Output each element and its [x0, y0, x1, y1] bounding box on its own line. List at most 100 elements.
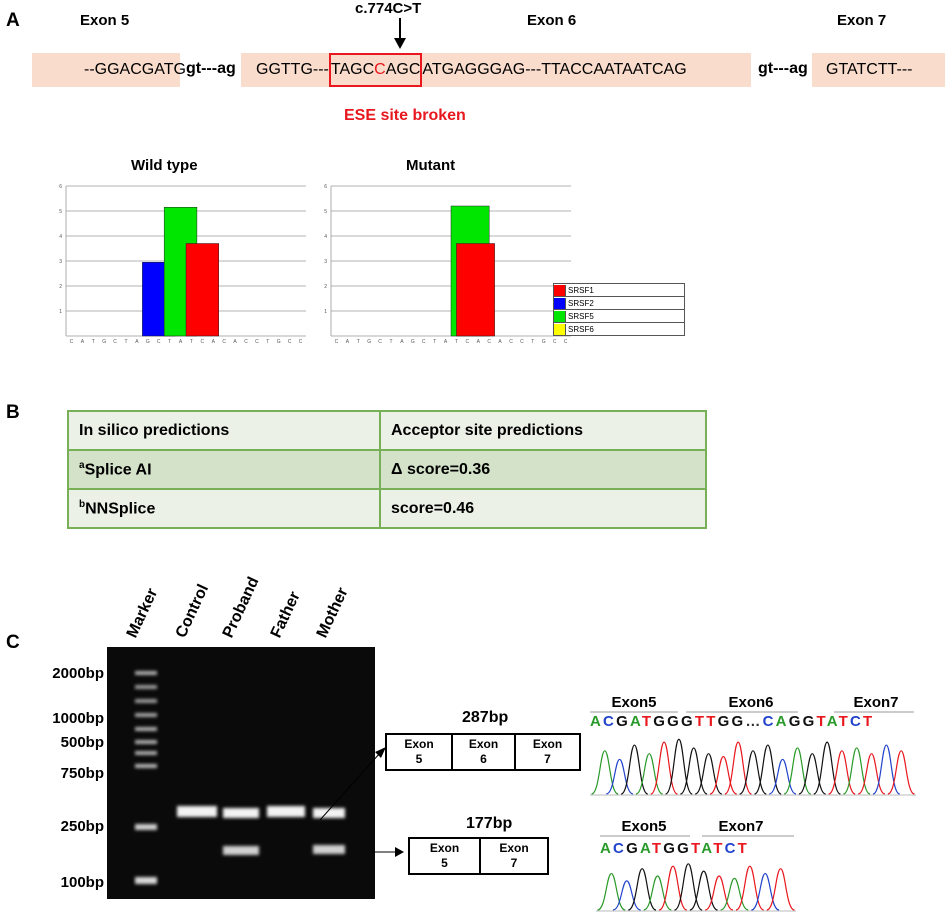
chromatogram-head: Exon7 — [853, 694, 899, 711]
base-letter: T — [737, 840, 749, 857]
trace-peak — [650, 741, 678, 795]
trace-peak — [872, 744, 901, 795]
legend-label: SRSF6 — [568, 324, 594, 334]
exon-cell-text: Exon 6 — [468, 737, 499, 766]
exon-cell-text: Exon 7 — [499, 841, 529, 870]
x-tick-label: C — [70, 339, 74, 345]
lane-label-mother: Mother — [313, 585, 352, 641]
x-tick-label: G — [102, 339, 106, 345]
legend-item-srsf5: SRSF5 — [554, 310, 684, 323]
y-tick-label: 4 — [324, 234, 327, 240]
base-letter: G — [663, 840, 678, 857]
base-letter: G — [802, 713, 817, 730]
chart-legend: SRSF1 SRSF2 SRSF5 SRSF6 — [553, 283, 685, 336]
legend-item-srsf2: SRSF2 — [554, 297, 684, 310]
base-letter: A — [590, 713, 604, 730]
x-tick-label: C — [335, 339, 339, 345]
base-letter: T — [706, 713, 718, 730]
x-tick-label: C — [299, 339, 303, 345]
x-tick-label: C — [244, 339, 248, 345]
trace-peak — [694, 753, 723, 795]
product-long-diagram: Exon 5 Exon 6 Exon 7 — [385, 733, 581, 771]
y-tick-label: 1 — [324, 309, 327, 315]
table-cell: score=0.46 — [379, 488, 707, 529]
exon7-seq-text: GTATCTT--- — [826, 61, 913, 78]
x-tick-label: T — [455, 339, 458, 345]
product-short-diagram: Exon 5 Exon 7 — [408, 837, 549, 875]
trace-peak — [724, 741, 752, 795]
panel-c-label: C — [6, 632, 20, 653]
x-tick-label: T — [389, 339, 392, 345]
table-cell: bNNSplice — [67, 488, 381, 529]
chromatogram-top-trace — [590, 738, 916, 796]
x-tick-label: A — [81, 339, 85, 345]
trace-peak — [591, 750, 619, 795]
exon-cell-text: Exon 7 — [532, 737, 563, 766]
base-letter: T — [651, 840, 664, 857]
table-cell: Δ score=0.36 — [379, 449, 707, 490]
exon7-sequence: GTATCTT--- — [812, 53, 945, 87]
trace-peak — [680, 747, 708, 795]
base-letter: T — [691, 840, 702, 857]
chromatogram-bottom-trace — [596, 863, 796, 912]
base-letter: G — [677, 840, 692, 857]
x-tick-label: C — [487, 339, 491, 345]
x-tick-label: T — [92, 339, 95, 345]
exon6-title: Exon 6 — [527, 12, 577, 29]
exon-cell: Exon 5 — [387, 735, 453, 769]
y-tick-label: 2 — [324, 284, 327, 290]
table-row: aSplice AI Δ score=0.36 — [67, 449, 707, 490]
motif-b: AGC — [385, 61, 421, 78]
x-tick-label: T — [168, 339, 171, 345]
chromatogram-bottom-bases: ACGATGGTATCT — [600, 840, 749, 857]
trace-peak — [813, 741, 841, 795]
trace-peak — [689, 870, 718, 911]
x-tick-label: C — [422, 339, 426, 345]
exon7-title: Exon 7 — [837, 12, 887, 29]
x-tick-label: C — [113, 339, 117, 345]
base-letter: C — [849, 713, 864, 730]
tool-name: Splice AI — [84, 461, 152, 479]
base-letter: A — [701, 840, 714, 857]
base-letter: G — [626, 840, 640, 857]
chromatogram-head: Exon7 — [718, 818, 764, 835]
chromatogram-head: Exon5 — [611, 694, 657, 711]
chromatogram-bracket — [600, 835, 794, 837]
trace-peak — [720, 877, 749, 911]
chromatogram-bracket — [590, 711, 914, 713]
base-letter: A — [600, 840, 614, 857]
legend-item-srsf6: SRSF6 — [554, 323, 684, 335]
base-letter: A — [639, 840, 652, 857]
base-letter: G — [731, 713, 746, 730]
legend-swatch — [554, 284, 566, 296]
footnote-mark: a — [79, 459, 85, 471]
arrow-head-icon — [375, 747, 386, 758]
y-tick-label: 2 — [59, 284, 62, 290]
base-letter: G — [717, 713, 732, 730]
x-tick-label: A — [135, 339, 139, 345]
mutation-arrow-icon — [394, 18, 406, 49]
x-tick-label: T — [190, 339, 193, 345]
mutation-label: c.774C>T — [355, 0, 422, 17]
x-tick-label: C — [553, 339, 557, 345]
trace-peak — [739, 750, 767, 795]
base-letter: C — [724, 840, 738, 857]
legend-label: SRSF1 — [568, 285, 594, 295]
exon-cell-text: Exon 5 — [404, 737, 434, 766]
trace-peak — [857, 753, 886, 795]
y-tick-label: 1 — [59, 309, 62, 315]
base-letter: G — [667, 713, 682, 730]
exon-cell: Exon 6 — [453, 735, 516, 769]
base-letter: A — [629, 713, 642, 730]
base-letter: T — [838, 713, 850, 730]
ladder-label: 1000bp — [52, 710, 104, 727]
trace-peak — [628, 868, 657, 911]
trace-peak — [606, 758, 634, 795]
y-tick-label: 3 — [59, 259, 62, 265]
base-letter: … — [745, 713, 763, 730]
tool-name: NNSplice — [85, 500, 156, 518]
base-letter: C — [613, 840, 627, 857]
x-tick-label: G — [146, 339, 150, 345]
lane-label-father: Father — [267, 589, 304, 641]
exon5-seq-text: --GGACGATG — [84, 61, 186, 78]
